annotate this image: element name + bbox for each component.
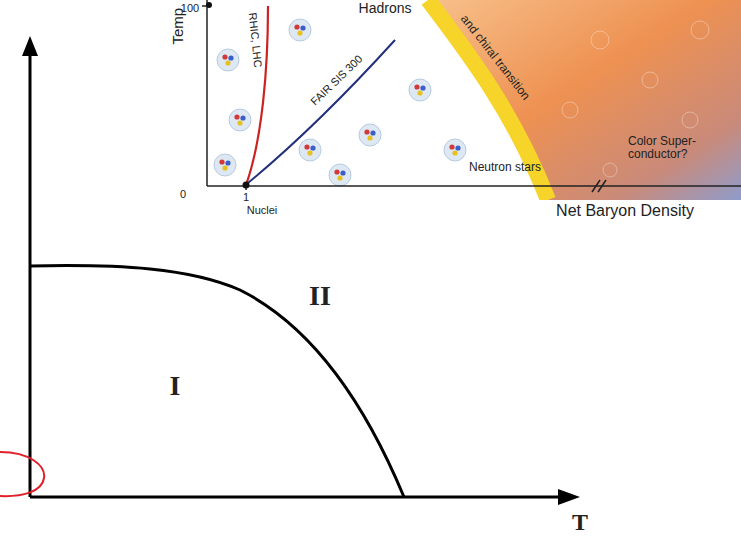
transition-band — [428, 0, 548, 200]
axis-title: T — [572, 509, 588, 535]
region-label: Hadrons — [359, 1, 412, 16]
x-axis — [30, 496, 562, 499]
band-label: and chiral transition — [458, 13, 532, 103]
tick-value: 1 — [243, 191, 249, 203]
fair-path — [248, 40, 395, 183]
plasma-region — [428, 0, 741, 200]
path-label: RHIC, LHC — [247, 12, 265, 68]
qcd-inset — [163, 0, 741, 200]
region-numeral: II — [309, 281, 331, 312]
axis-title: Temp — [170, 8, 187, 45]
highlight-ellipse — [0, 452, 44, 496]
axis-title: Net Baryon Density — [556, 202, 694, 220]
path-label: FAIR SIS 300 — [308, 52, 364, 107]
density-axis — [207, 185, 741, 187]
nuclei-dot — [243, 182, 250, 189]
region-label: Color Super- conductor? — [628, 135, 716, 161]
phase-boundary — [30, 266, 404, 497]
y-axis — [29, 52, 32, 497]
tick-label: Nuclei — [247, 204, 278, 216]
region-numeral: I — [170, 371, 181, 402]
tick-value: 0 — [180, 188, 186, 200]
sketch-diagram — [22, 36, 580, 505]
collider-path — [246, 6, 268, 185]
temp-axis — [206, 0, 208, 186]
region-label: Neutron stars — [469, 161, 541, 174]
